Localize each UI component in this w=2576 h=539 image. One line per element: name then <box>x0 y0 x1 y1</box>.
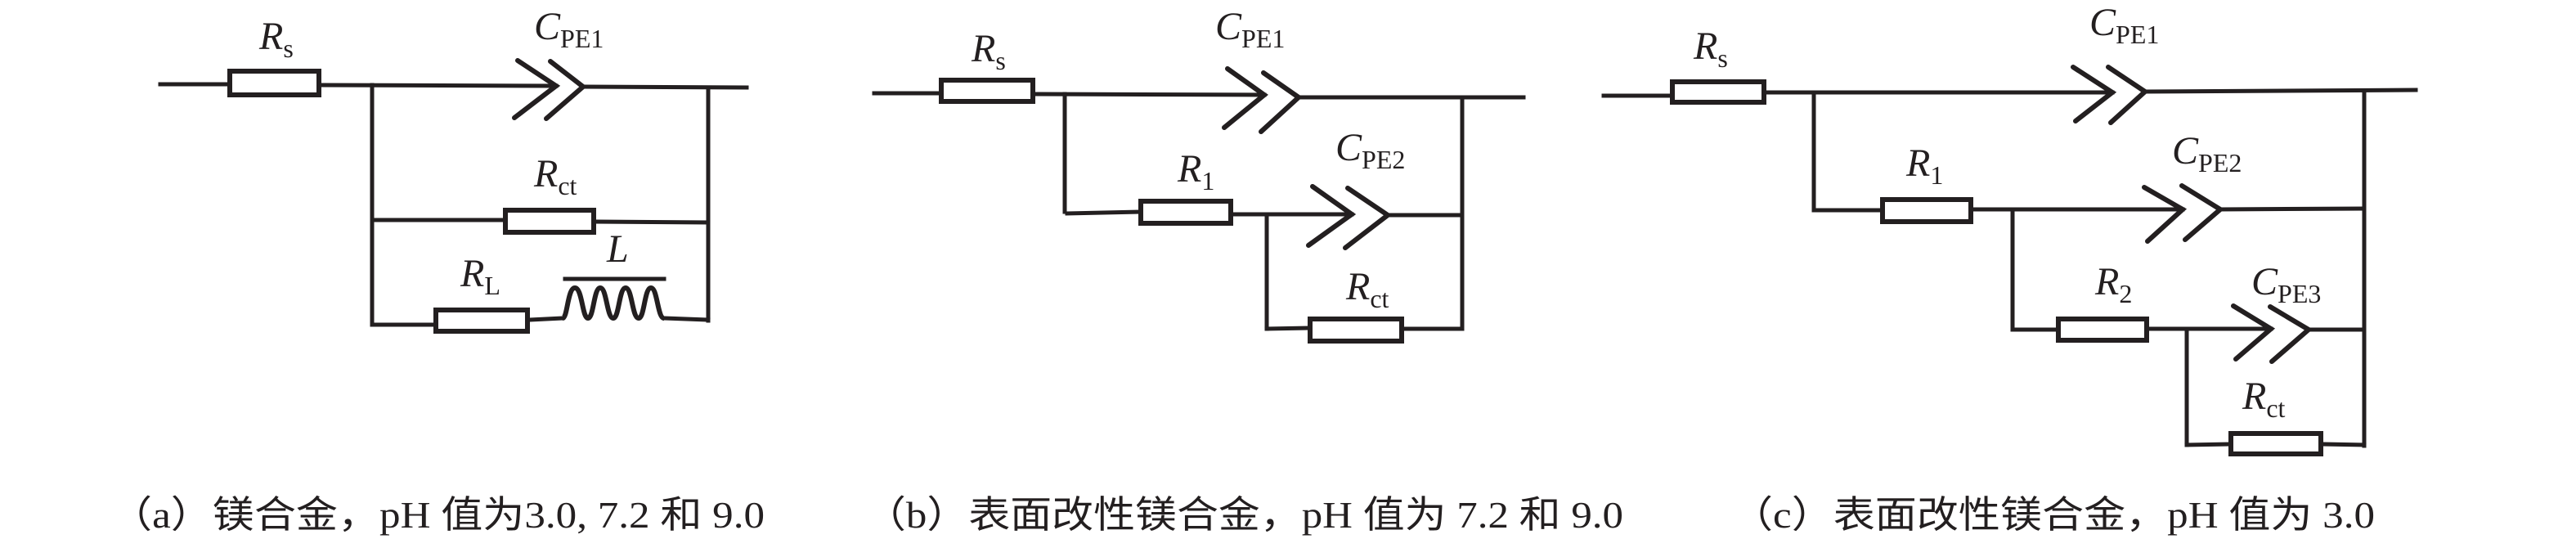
label-a-rl: RL <box>460 252 500 300</box>
label-b-cpe2: CPE2 <box>1335 126 1405 174</box>
label-a-rct: Rct <box>533 152 577 200</box>
label-b-rct: Rct <box>1345 265 1389 313</box>
cpe-a-cpe1 <box>512 58 587 121</box>
inductor-a-l <box>560 285 666 321</box>
resistor-b-rs <box>939 78 1035 104</box>
cpe-c-cpe1 <box>2071 65 2149 125</box>
circuit-c: Rs CPE1 R1 CPE2 R2 <box>1601 1 2418 536</box>
resistor-c-r1 <box>1880 197 1973 224</box>
resistor-b-r1 <box>1138 199 1233 226</box>
label-b-r1: R1 <box>1177 147 1214 195</box>
wire-b-r1-left <box>1065 209 1141 216</box>
wire-c-main-top-right <box>2143 88 2418 94</box>
label-b-cpe1: CPE1 <box>1215 5 1285 53</box>
label-a-cpe1: CPE1 <box>534 5 604 53</box>
wire-c-rct-right <box>2321 442 2367 447</box>
circuit-b: Rs CPE1 R1 CPE2 Rct （b）表面改性镁合金，pH 值为 7.2… <box>864 5 1623 536</box>
resistor-c-rct <box>2228 431 2323 456</box>
resistor-a-rl <box>433 308 530 334</box>
wire-a-main-top <box>319 83 559 88</box>
wire-a-bottom-right <box>662 316 711 322</box>
resistor-a-rct <box>503 208 596 235</box>
resistor-c-rs <box>1670 79 1766 105</box>
label-c-r2: R2 <box>2094 260 2132 308</box>
label-c-cpe2: CPE2 <box>2172 129 2242 177</box>
caption-b: （b）表面改性镁合金，pH 值为 7.2 和 9.0 <box>864 494 1623 536</box>
resistor-c-r2 <box>2056 317 2149 343</box>
cpe-c-cpe2 <box>2142 183 2225 244</box>
wire-b-rct-left <box>1264 326 1310 331</box>
cpe-b-cpe2 <box>1306 184 1393 250</box>
wire-c-rct-left <box>2184 442 2231 447</box>
resistor-a-rs <box>227 69 321 97</box>
label-a-l: L <box>606 227 629 271</box>
label-c-rs: Rs <box>1693 25 1728 73</box>
label-c-cpe1: CPE1 <box>2089 1 2159 49</box>
wire-b-main-top <box>1033 92 1267 97</box>
cpe-c-cpe3 <box>2231 303 2313 364</box>
cpe-b-cpe1 <box>1222 66 1303 134</box>
label-b-rs: Rs <box>971 27 1006 75</box>
label-a-rs: Rs <box>258 15 294 63</box>
wire-a-bottom-mid <box>527 316 565 322</box>
caption-a: （a）镁合金，pH 值为3.0, 7.2 和 9.0 <box>110 494 765 536</box>
label-c-r1: R1 <box>1905 141 1943 190</box>
label-c-cpe3: CPE3 <box>2251 260 2321 308</box>
caption-c: （c）表面改性镁合金，pH 值为 3.0 <box>1731 494 2375 536</box>
circuit-a: Rs CPE1 Rct RL L （a）镁合金，pH 值为3.0, 7.2 和 … <box>110 5 765 536</box>
label-c-rct: Rct <box>2242 375 2286 423</box>
wire-a-main-top-right <box>581 84 749 90</box>
resistor-b-rct <box>1308 317 1404 344</box>
